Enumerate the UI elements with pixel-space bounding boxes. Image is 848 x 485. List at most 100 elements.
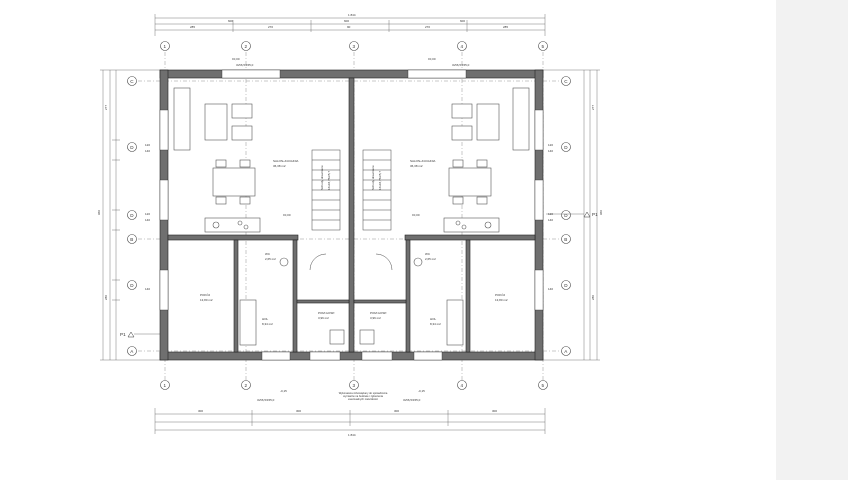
dim-top-1: 600 <box>228 19 233 23</box>
top-dimensions: 1 844 600 600 600 285 270 90 270 285 <box>154 13 546 36</box>
dim-overall: 1 844 <box>348 13 356 17</box>
dim-left-total: 960 <box>97 210 101 215</box>
dim-top2-1: 285 <box>190 25 195 29</box>
dim-right-3: 140 <box>548 149 553 153</box>
dim-bottom-3: 300 <box>394 409 399 413</box>
room-hol-right-area: 8,34 m2 <box>430 322 441 326</box>
window-label-top-left: 3x56,5/155,0 <box>236 63 254 67</box>
right-unit-furniture <box>443 87 530 233</box>
dim-right-6: 280 <box>591 295 595 300</box>
dim-left-6: 280 <box>104 295 108 300</box>
col-bubble-bottom-4: 4 <box>461 383 464 388</box>
section-markers: P1 P1 <box>120 211 598 338</box>
room-salon-left-area: 36,38 m2 <box>273 164 286 168</box>
note-text: Wykonawca zobowiązany do sprawdzenia wym… <box>338 392 388 401</box>
wardrobe-left <box>239 299 257 346</box>
dim-bottom-4: 300 <box>492 409 497 413</box>
elevation-2: ±0,00 <box>428 57 436 61</box>
window-label-bottom-right: 3x56,5/155,0 <box>403 398 421 402</box>
chair-right-2 <box>476 159 488 168</box>
row-bubble-left-D3: D <box>130 283 134 288</box>
floor-plan: 1 844 600 600 600 285 270 90 270 285 300… <box>97 13 603 437</box>
col-bubble-2: 2 <box>245 44 248 49</box>
row-bubble-left-D1: D <box>130 145 134 150</box>
dim-top2-5: 285 <box>503 25 508 29</box>
row-bubble-right-D2: D <box>564 213 568 218</box>
dim-left-3: 140 <box>145 149 150 153</box>
room-salon-right-area: 36,38 m2 <box>410 164 423 168</box>
elevation-marks: ±0,00 ±0,00 ±0,00 ±0,00 -0,15 -0,15 <box>232 57 436 393</box>
dim-left-7: 140 <box>145 287 150 291</box>
chair-left-2 <box>239 159 251 168</box>
elevation-3: ±0,00 <box>283 213 291 217</box>
room-gosp-right-area: 3,96 m2 <box>370 316 381 320</box>
col-bubble-bottom-2: 2 <box>245 383 248 388</box>
chair-right-4 <box>476 196 488 205</box>
stairs-label-right: Schody drewniane <box>371 165 375 190</box>
sink-right <box>484 221 492 229</box>
row-bubbles-left: C D D B D A <box>127 76 137 356</box>
bottom-dimensions: 300 300 300 300 1 844 <box>154 408 546 437</box>
dining-table-right <box>448 167 492 197</box>
wc-bowl-right <box>413 257 423 267</box>
hall-door-swing-left <box>309 253 327 271</box>
dim-top-2: 600 <box>344 19 349 23</box>
elevation-6: -0,15 <box>418 389 425 393</box>
dim-left-5: 140 <box>145 218 150 222</box>
dim-right-1: 277 <box>591 105 595 110</box>
section-marker-right: P1 <box>592 212 598 217</box>
room-pokoj-right-area: 13,80 m2 <box>495 298 508 302</box>
left-dimensions: 960 277 120 140 120 140 280 140 <box>97 69 160 361</box>
hob-left-2 <box>243 224 249 230</box>
row-bubbles-right: C D D B D A <box>561 76 571 356</box>
chair-left-1 <box>215 159 227 168</box>
dim-top2-2: 270 <box>268 25 273 29</box>
viewer-side-panel <box>776 0 848 480</box>
row-bubble-left-D2: D <box>130 213 134 218</box>
elevation-4: ±0,00 <box>412 213 420 217</box>
dining-table-left <box>212 167 256 197</box>
room-gosp-right: POM.GOSP. <box>370 311 387 315</box>
washer-left <box>329 329 345 345</box>
armchair-right-2 <box>451 125 473 141</box>
section-arrow-left <box>127 331 135 338</box>
stairs: Schody drewniane 16x18,75/25,7 Schody dr… <box>311 149 392 231</box>
section-marker-left: P1 <box>120 332 126 337</box>
coffee-table-right <box>476 103 500 141</box>
note-box: Wykonawca zobowiązany do sprawdzenia wym… <box>338 392 388 401</box>
wc-bowl-left <box>279 257 289 267</box>
room-wc-right: WC <box>425 252 431 256</box>
sofa-left <box>173 87 191 151</box>
armchair-left-2 <box>231 125 253 141</box>
chair-right-1 <box>452 159 464 168</box>
dim-right-2: 120 <box>548 143 553 147</box>
dim-top-3: 600 <box>460 19 465 23</box>
hob-right-1 <box>455 220 461 226</box>
wardrobe-right <box>446 299 464 346</box>
coffee-table-left <box>204 103 228 141</box>
room-pokoj-right: POKÓJ <box>495 292 506 297</box>
room-wc-right-area: 2,65 m2 <box>425 257 436 261</box>
row-bubble-left-A: A <box>130 349 134 354</box>
row-bubble-right-A: A <box>564 349 568 354</box>
stairs-spec-right: 16x18,75/25,7 <box>378 171 382 190</box>
right-dimensions: 960 277 120 140 120 140 280 140 <box>540 69 603 361</box>
room-pokoj-left-area: 13,80 m2 <box>200 298 213 302</box>
dim-left-1: 277 <box>104 105 108 110</box>
col-bubble-3: 3 <box>353 44 356 49</box>
col-bubble-bottom-5: 5 <box>542 383 545 388</box>
chair-left-4 <box>239 196 251 205</box>
elevation-1: ±0,00 <box>232 57 240 61</box>
chair-right-3 <box>452 196 464 205</box>
dim-left-2: 120 <box>145 143 150 147</box>
dim-bottom-overall: 1 844 <box>348 433 356 437</box>
left-unit-furniture <box>173 87 261 233</box>
stairs-spec-left: 16x18,75/25,7 <box>327 171 331 190</box>
row-bubble-right-D1: D <box>564 145 568 150</box>
dim-right-7: 140 <box>548 287 553 291</box>
row-bubble-right-D3: D <box>564 283 568 288</box>
hall-door-swing-right <box>375 253 393 271</box>
row-bubble-left-C: C <box>130 79 134 84</box>
dim-right-5: 140 <box>548 218 553 222</box>
